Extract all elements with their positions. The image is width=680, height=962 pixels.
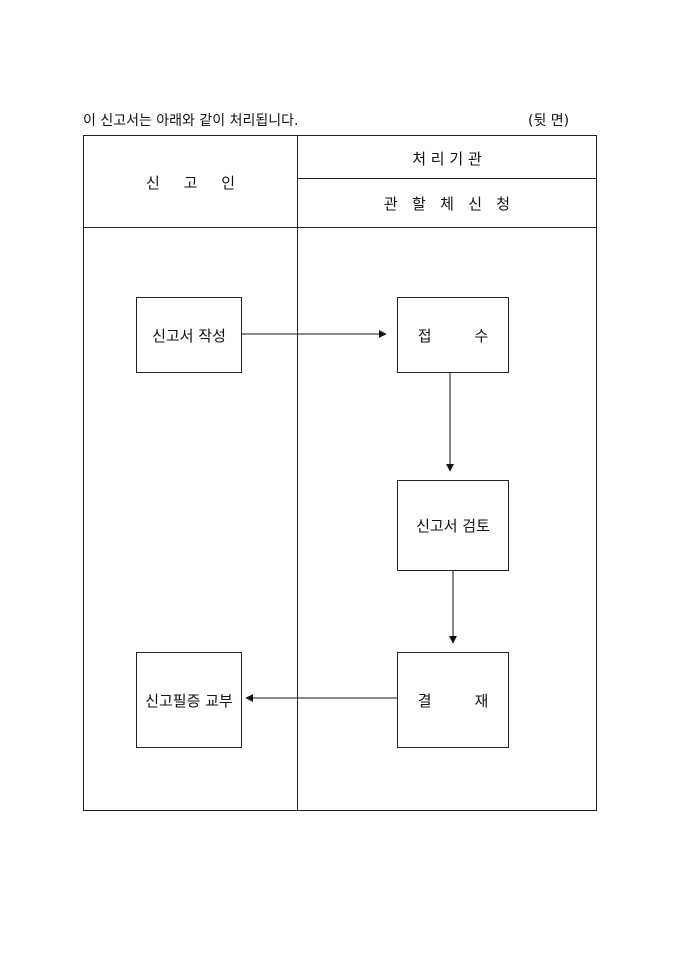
header-processing-agency: 처 리 기 관 <box>412 150 482 168</box>
step-review: 신고서 검토 <box>397 480 509 571</box>
header-row-divider <box>297 178 596 179</box>
header-jurisdiction: 관 할 체 신 청 <box>383 195 511 213</box>
column-divider <box>297 135 298 811</box>
step-approval: 결 재 <box>397 652 509 748</box>
process-table <box>83 135 597 811</box>
step-write-report: 신고서 작성 <box>136 297 242 373</box>
step-receipt: 접 수 <box>397 297 509 373</box>
header-applicant: 신 고 인 <box>145 174 236 192</box>
step-issue-certificate: 신고필증 교부 <box>136 652 242 748</box>
notice-text: 이 신고서는 아래와 같이 처리됩니다. <box>83 113 299 129</box>
header-bottom-line <box>83 227 596 228</box>
page-side-label: (뒷 면) <box>528 113 570 129</box>
